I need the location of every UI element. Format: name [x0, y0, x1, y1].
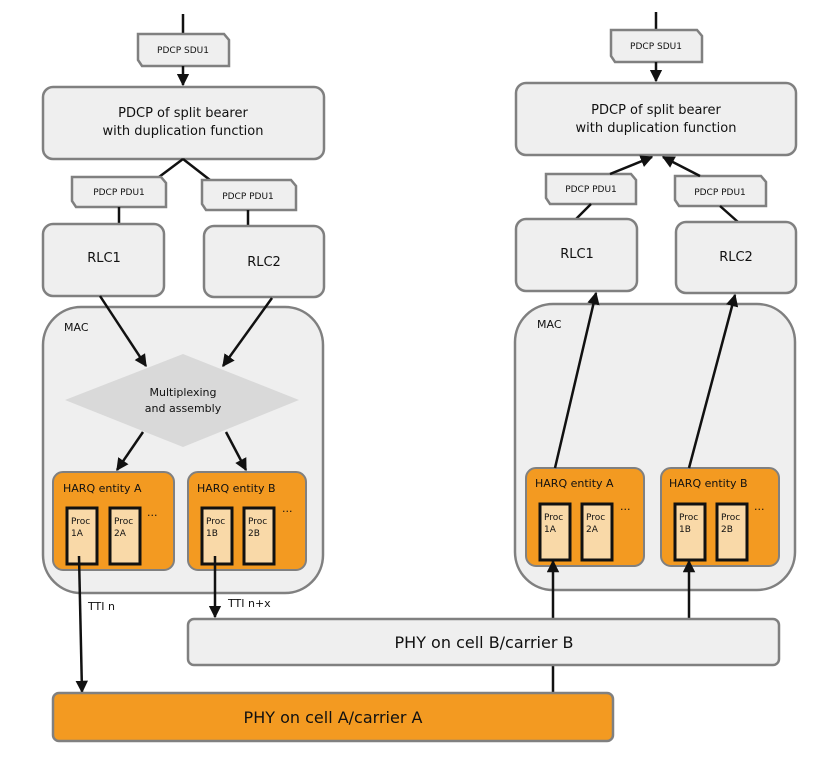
phy-cell-a-box: PHY on cell A/carrier A: [51, 691, 615, 743]
left-pdcp-sdu-label: PDCP SDU1: [157, 46, 209, 56]
right-pdcp-sdu-tag: PDCP SDU1: [609, 28, 704, 64]
svg-text:2A: 2A: [114, 529, 127, 539]
left-rlc1-to-mux-arrow: [98, 295, 148, 368]
mux-line2: and assembly: [145, 402, 222, 415]
left-pdcp-box: PDCP of split bearer with duplication fu…: [41, 85, 326, 161]
tti-n-arrow: [75, 555, 89, 694]
left-harq-a-ellipsis: ...: [147, 506, 158, 519]
right-rlc1-box: RLC1: [514, 217, 639, 293]
svg-text:Proc: Proc: [721, 513, 740, 523]
right-stack: PDCP SDU1 PDCP of split bearer with dupl…: [513, 12, 798, 692]
left-harq-b-label: HARQ entity B: [197, 482, 276, 495]
right-harq-entity-b: HARQ entity B Proc 1B Proc 2B ...: [660, 467, 780, 567]
svg-text:1B: 1B: [206, 529, 218, 539]
left-pdcp-pdu-tag-1: PDCP PDU1: [70, 175, 168, 209]
tti-nx-label: TTI n+x: [227, 597, 271, 610]
right-rlc1-to-pdu1-line: [575, 203, 592, 220]
right-rlc2-to-pdu2-line: [719, 205, 739, 223]
left-mac-label: MAC: [64, 321, 89, 334]
svg-text:Proc: Proc: [71, 517, 90, 527]
svg-text:2B: 2B: [721, 525, 733, 535]
svg-text:1A: 1A: [544, 525, 557, 535]
right-harq-a-label: HARQ entity A: [535, 477, 614, 490]
left-harq-b-ellipsis: ...: [282, 502, 293, 515]
right-mac-label: MAC: [537, 318, 562, 331]
right-proc-1a: Proc 1A: [538, 502, 572, 562]
right-pdcp-line2: with duplication function: [576, 121, 737, 136]
right-pdcp-line1: PDCP of split bearer: [591, 103, 721, 118]
left-pdu2-label: PDCP PDU1: [222, 192, 274, 202]
right-harq-b-ellipsis: ...: [754, 500, 765, 513]
right-pdcp-box: PDCP of split bearer with duplication fu…: [514, 81, 798, 157]
svg-text:Proc: Proc: [679, 513, 698, 523]
left-pdcp-pdu-tag-2: PDCP PDU1: [200, 178, 298, 212]
right-pdcp-sdu-label: PDCP SDU1: [630, 42, 682, 52]
right-proc-2a: Proc 2A: [580, 502, 614, 562]
right-rlc2-box: RLC2: [674, 220, 798, 295]
right-harq-b-label: HARQ entity B: [669, 477, 748, 490]
right-pdu2-to-pdcp-arrow: [661, 155, 701, 178]
right-pdu1-label: PDCP PDU1: [565, 185, 617, 195]
phy-cell-a-label: PHY on cell A/carrier A: [244, 708, 423, 727]
tti-n-label: TTI n: [87, 600, 115, 613]
left-proc-2a: Proc 2A: [108, 506, 142, 566]
svg-text:2A: 2A: [586, 525, 599, 535]
svg-text:Proc: Proc: [206, 517, 225, 527]
right-pdu1-to-pdcp-arrow: [609, 155, 654, 176]
right-pdcp-pdu-tag-1: PDCP PDU1: [544, 172, 638, 206]
left-mux-to-harq-a-arrow: [115, 431, 145, 472]
left-rlc1-box: RLC1: [41, 222, 166, 298]
svg-text:Proc: Proc: [544, 513, 563, 523]
left-harq-entity-a: HARQ entity A Proc 1A Proc 2A ...: [52, 471, 175, 571]
right-proc-1b: Proc 1B: [673, 502, 707, 562]
left-rlc2-label: RLC2: [247, 255, 281, 270]
svg-text:Proc: Proc: [586, 513, 605, 523]
left-proc-1b: Proc 1B: [200, 506, 234, 566]
right-harq-a-to-rlc1-arrow: [553, 291, 600, 469]
left-pdcp-line2: with duplication function: [103, 124, 264, 139]
left-harq-a-label: HARQ entity A: [63, 482, 142, 495]
left-pdu1-label: PDCP PDU1: [93, 188, 145, 198]
svg-text:1B: 1B: [679, 525, 691, 535]
phy-cell-b-box: PHY on cell B/carrier B: [186, 617, 781, 667]
svg-text:2B: 2B: [248, 529, 260, 539]
left-proc-2b: Proc 2B: [242, 506, 276, 566]
left-rlc1-label: RLC1: [87, 251, 121, 266]
multiplexing-assembly-diamond: Multiplexing and assembly: [65, 354, 299, 447]
svg-text:Proc: Proc: [114, 517, 133, 527]
left-rlc2-box: RLC2: [202, 224, 326, 299]
right-pdu2-label: PDCP PDU1: [694, 188, 746, 198]
right-harq-entity-a: HARQ entity A Proc 1A Proc 2A ...: [525, 467, 645, 567]
mux-line1: Multiplexing: [149, 386, 216, 399]
svg-text:Proc: Proc: [248, 517, 267, 527]
right-harq-b-to-rlc2-arrow: [687, 293, 739, 469]
left-proc-1a: Proc 1A: [65, 506, 99, 566]
right-proc-2b: Proc 2B: [715, 502, 749, 562]
right-harq-a-ellipsis: ...: [620, 500, 631, 513]
phy-cell-b-label: PHY on cell B/carrier B: [395, 633, 574, 652]
left-harq-entity-b: HARQ entity B Proc 1B Proc 2B ...: [187, 471, 307, 571]
left-stack: PDCP SDU1 PDCP of split bearer with dupl…: [41, 14, 326, 694]
left-pdcp-to-pdu2-line: [182, 158, 211, 181]
left-mux-to-harq-b-arrow: [224, 431, 248, 472]
right-rlc2-label: RLC2: [719, 250, 753, 265]
left-pdcp-sdu-tag: PDCP SDU1: [136, 32, 231, 68]
left-pdcp-line1: PDCP of split bearer: [118, 106, 248, 121]
right-rlc1-label: RLC1: [560, 247, 594, 262]
right-pdcp-pdu-tag-2: PDCP PDU1: [673, 174, 768, 208]
svg-text:1A: 1A: [71, 529, 84, 539]
left-rlc2-to-mux-arrow: [221, 297, 274, 368]
